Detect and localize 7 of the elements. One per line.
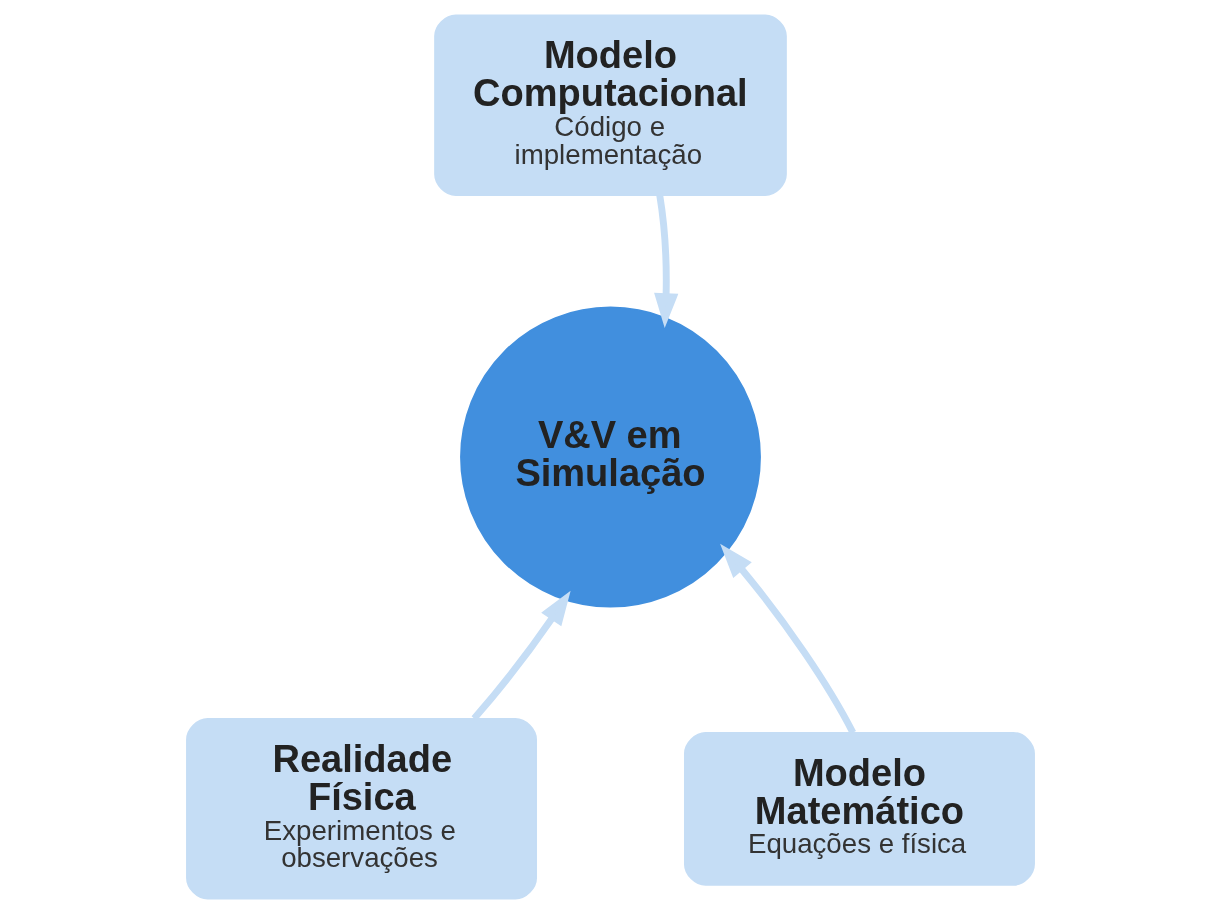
arrow [471, 590, 571, 721]
node-circle: V&V em Simulação [460, 306, 761, 608]
arrow [720, 543, 856, 735]
node-box: Modelo Computacional Código e implementação [434, 14, 787, 196]
arrow [654, 194, 679, 328]
node-box: Modelo Matemático Equações e física [683, 731, 1035, 886]
node-box: Realidade Física Experimentos e observações [186, 718, 538, 900]
